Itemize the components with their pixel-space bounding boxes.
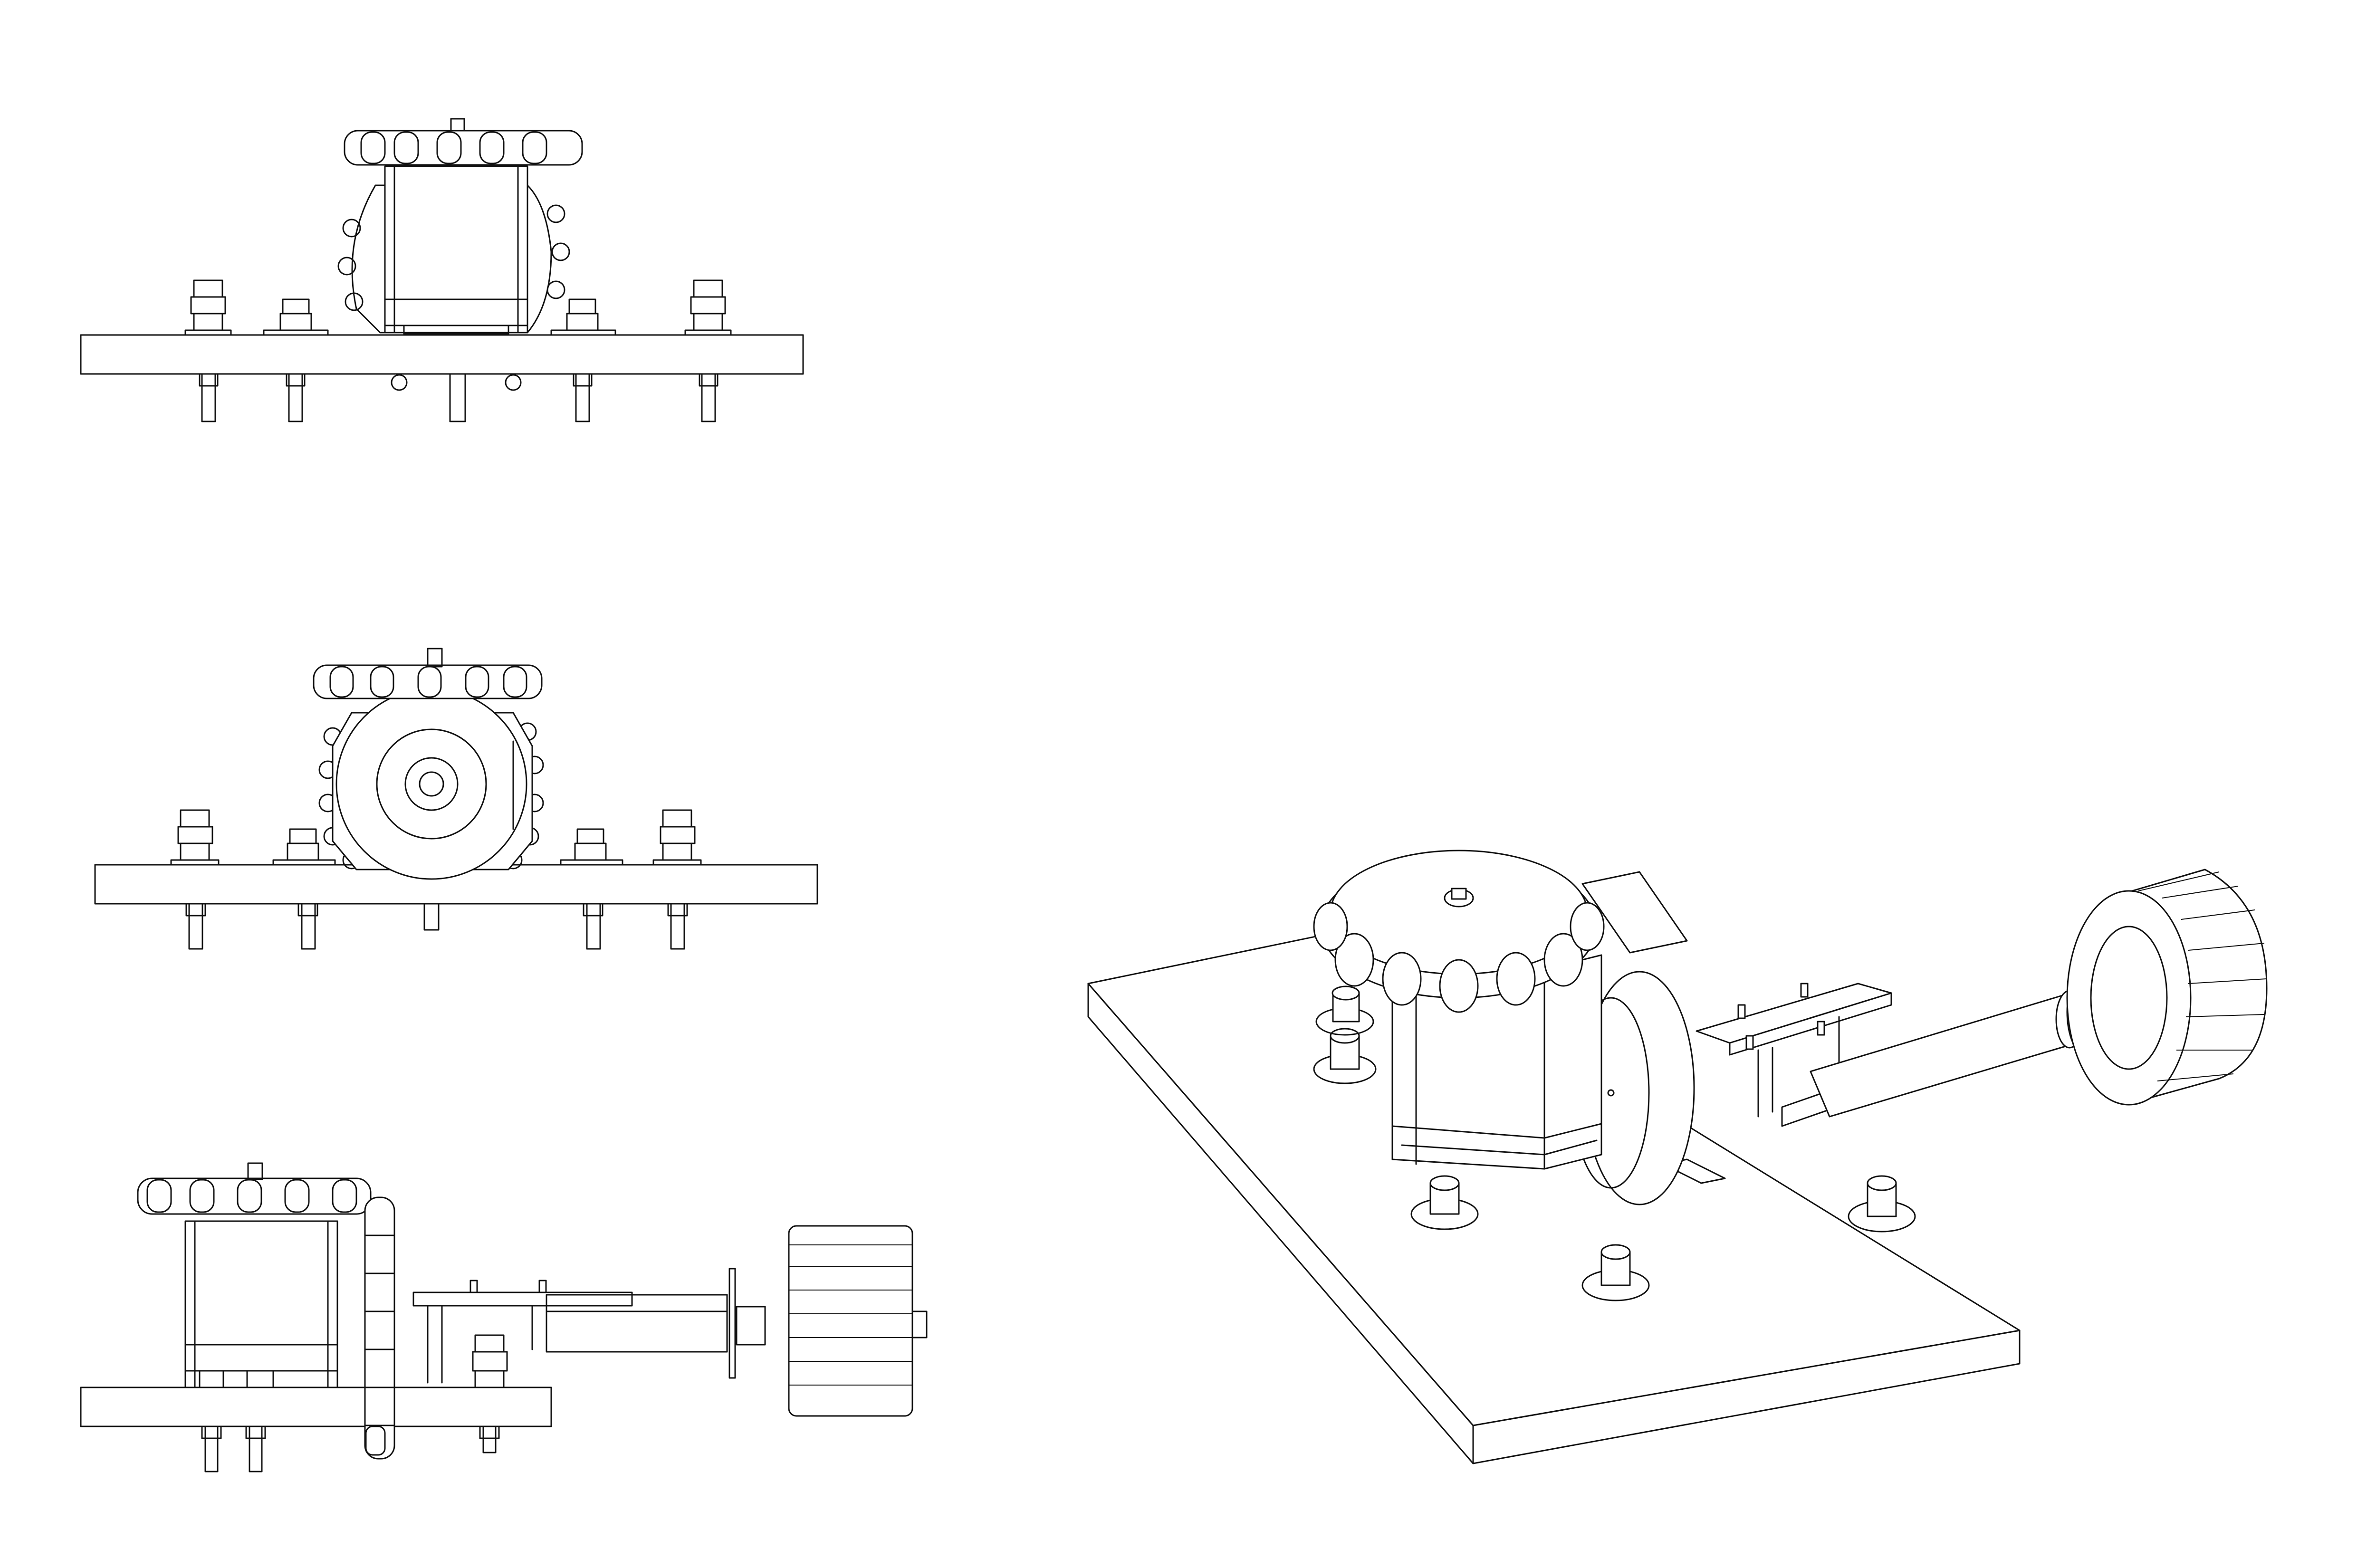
base-plate-top	[1087, 926, 2021, 1426]
bolt-4	[1581, 1244, 1650, 1301]
base-plate	[80, 1386, 552, 1427]
gear-edge	[364, 1196, 395, 1460]
bolt-2	[245, 1370, 274, 1472]
wheel-hub	[404, 757, 459, 811]
bolt-3	[560, 828, 623, 950]
bolt-4	[684, 279, 732, 422]
roller	[788, 1225, 913, 1417]
bolt-4	[652, 809, 702, 950]
isometric-view	[1087, 850, 2268, 1464]
bolt-3	[1410, 1175, 1479, 1230]
bolt-3	[472, 1334, 508, 1453]
top-elevation-view	[80, 118, 804, 422]
side-elevation-view	[80, 1162, 928, 1472]
bolt-1	[170, 809, 220, 950]
bolt-1	[1313, 1028, 1377, 1084]
bolt-2	[263, 298, 329, 422]
knob-grips	[146, 1179, 357, 1213]
bolt-2	[272, 828, 336, 950]
arm-pins	[1737, 983, 1825, 1050]
base-plate	[80, 334, 804, 375]
drive-wheel	[335, 688, 527, 880]
bolt-1	[184, 279, 232, 422]
knob-ring	[313, 664, 543, 699]
roller-ribs	[2138, 871, 2267, 1081]
motor-body	[384, 165, 528, 334]
bolt-5	[1848, 1175, 1916, 1233]
shaft	[546, 1294, 728, 1353]
gear-teeth	[337, 204, 570, 391]
motor-body	[184, 1220, 338, 1388]
center-shaft	[449, 373, 466, 422]
front-elevation-view	[94, 648, 818, 950]
roller-ribs	[789, 1244, 912, 1386]
bolt-2	[1315, 985, 1374, 1036]
gear-teeth	[364, 1234, 395, 1426]
pulley	[736, 1306, 766, 1346]
bolt-3	[550, 298, 616, 422]
knob-ring	[137, 1177, 372, 1215]
bolt-1	[199, 1370, 224, 1472]
knob-grips	[1313, 902, 1605, 1013]
knob-grips	[360, 131, 547, 164]
